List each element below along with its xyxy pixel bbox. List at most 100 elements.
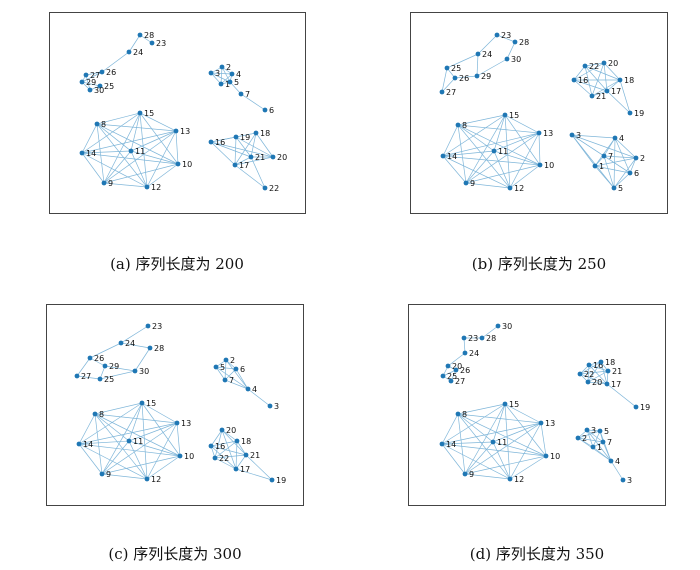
graph-edge — [104, 365, 136, 372]
graph-edge — [465, 132, 540, 184]
graph-edge — [603, 155, 631, 174]
graph-edge — [210, 141, 236, 166]
node-label: 26 — [459, 74, 469, 83]
graph-edge — [146, 163, 179, 188]
graph-node — [248, 154, 254, 160]
node-label: 4 — [252, 385, 257, 394]
node-label: 7 — [229, 376, 234, 385]
graph-node — [633, 155, 639, 161]
graph-node — [538, 420, 544, 426]
graph-edge — [94, 413, 178, 424]
node-label: 7 — [607, 438, 612, 447]
graph-edge — [139, 34, 153, 44]
node-label: 20 — [226, 426, 236, 435]
graph-edge — [78, 402, 143, 445]
graph-node — [233, 466, 239, 472]
graph-edge — [210, 136, 237, 143]
graph-edge — [442, 150, 495, 157]
node-label: 2 — [226, 63, 231, 72]
node-label: 25 — [451, 64, 461, 73]
graph-edge — [78, 443, 103, 475]
graph-edge — [464, 422, 542, 475]
graph-edge — [577, 437, 604, 443]
graph-edge — [210, 72, 233, 75]
graph-edge — [96, 123, 148, 188]
graph-node — [74, 373, 80, 379]
node-label: 2 — [230, 356, 235, 365]
graph-edge — [606, 90, 631, 114]
graph-node — [208, 70, 214, 76]
graph-edge — [236, 440, 247, 456]
graph-edge — [220, 73, 233, 85]
graph-edge — [446, 53, 479, 69]
graph-node — [177, 453, 183, 459]
graph-node — [175, 161, 181, 167]
graph-node — [586, 362, 592, 368]
graph-edge — [457, 114, 506, 126]
node-label: 11 — [133, 437, 143, 446]
graph-node — [149, 40, 155, 46]
node-label: 29 — [481, 72, 491, 81]
graph-edge — [89, 342, 122, 359]
graph-edge — [584, 65, 608, 92]
graph-edge — [214, 454, 247, 459]
graph-edge — [141, 402, 181, 457]
graph-edge — [101, 440, 130, 475]
graph-edge — [603, 62, 621, 81]
graph-edge — [81, 130, 177, 154]
graph-edge — [441, 443, 547, 457]
graph-edge — [224, 359, 227, 381]
graph-edge — [441, 443, 466, 475]
graph-edge — [120, 325, 149, 344]
graph-edge — [587, 364, 590, 383]
graph-edge — [78, 413, 96, 445]
graph-edge — [94, 413, 181, 457]
graph-node — [76, 441, 82, 447]
graph-edge — [96, 123, 132, 152]
graph-panel-c — [46, 304, 304, 506]
graph-node — [604, 381, 610, 387]
graph-edge — [221, 66, 231, 83]
graph-edge — [210, 141, 252, 158]
node-label: 10 — [182, 160, 192, 169]
graph-edge — [584, 62, 605, 67]
node-label: 23 — [501, 31, 511, 40]
node-label: 6 — [269, 106, 274, 115]
graph-node — [495, 323, 501, 329]
graph-edge — [442, 132, 540, 157]
caption-a: (a) 序列长度为 200 — [110, 255, 244, 273]
graph-node — [233, 134, 239, 140]
graph-edge — [128, 34, 141, 53]
node-label: 26 — [94, 354, 104, 363]
graph-edge — [457, 124, 540, 134]
graph-node — [126, 49, 132, 55]
graph-node — [507, 476, 513, 482]
graph-node — [491, 148, 497, 154]
node-label: 8 — [99, 410, 104, 419]
graph-edge — [577, 430, 601, 439]
graph-edge — [215, 366, 226, 381]
graph-node — [571, 77, 577, 83]
node-label: 2 — [582, 434, 587, 443]
graph-edge — [594, 165, 615, 189]
graph-node — [463, 180, 469, 186]
graph-edge — [504, 114, 540, 134]
graph-edge — [210, 429, 223, 447]
graph-edge — [210, 440, 238, 447]
graph-edge — [224, 379, 249, 390]
graph-edge — [538, 132, 541, 166]
node-label: 27 — [81, 372, 91, 381]
graph-node — [234, 438, 240, 444]
graph-node — [582, 63, 588, 69]
node-label: 28 — [519, 38, 529, 47]
graph-node — [208, 443, 214, 449]
graph-edge — [584, 65, 621, 81]
graph-edge — [571, 134, 616, 139]
graph-node — [144, 476, 150, 482]
graph-edge — [130, 150, 148, 188]
graph-node — [479, 335, 485, 341]
graph-edge — [447, 352, 466, 367]
node-label: 5 — [234, 78, 239, 87]
graph-edge — [81, 150, 132, 154]
graph-edge — [210, 445, 247, 456]
